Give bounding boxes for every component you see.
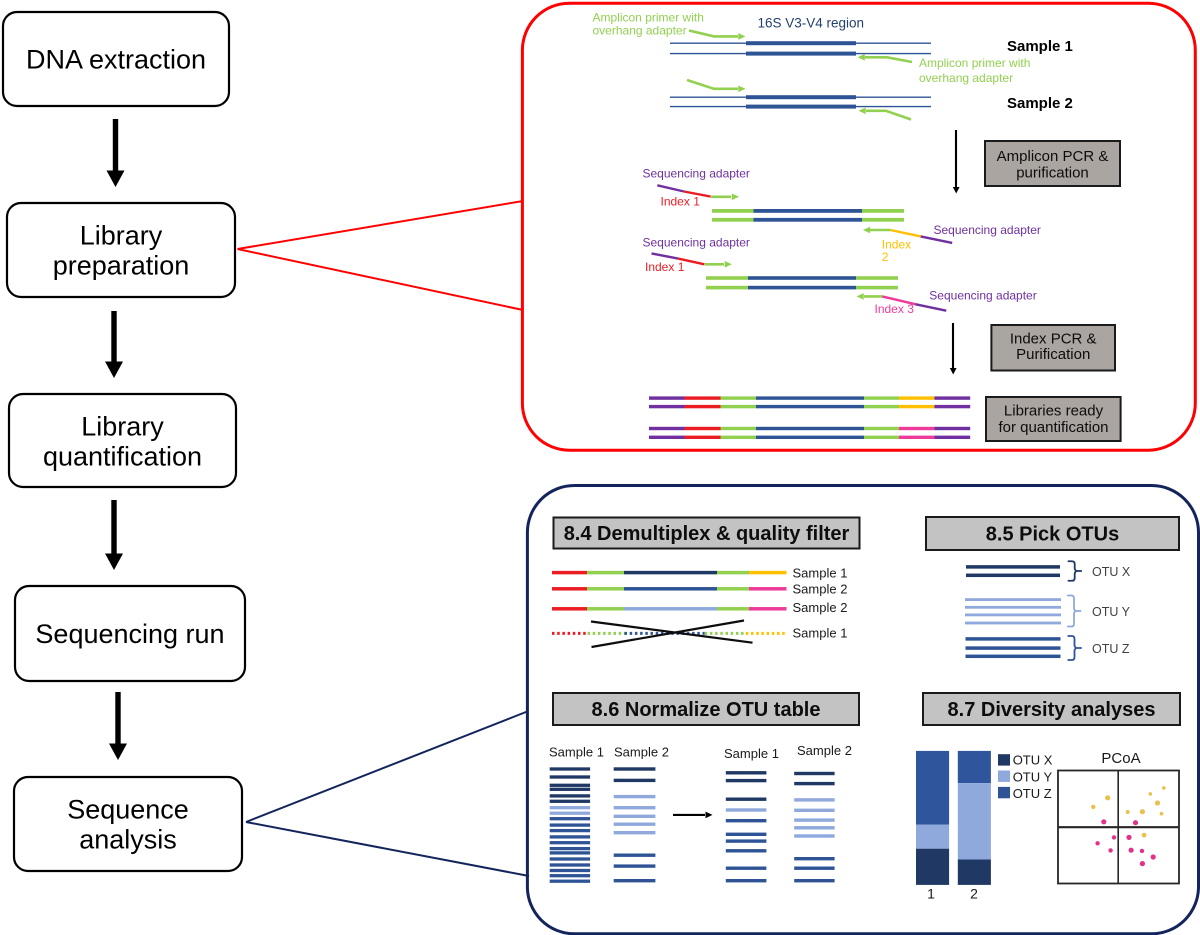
svg-text:8.4 Demultiplex & quality filt: 8.4 Demultiplex & quality filter bbox=[564, 523, 850, 545]
svg-text:16S V3-V4 region: 16S V3-V4 region bbox=[758, 16, 865, 31]
svg-text:2: 2 bbox=[970, 885, 978, 901]
svg-text:8.7 Diversity analyses: 8.7 Diversity analyses bbox=[948, 699, 1156, 721]
svg-text:overhang adapter: overhang adapter bbox=[919, 71, 1013, 85]
svg-text:Index 3: Index 3 bbox=[875, 302, 915, 316]
svg-text:Index 1: Index 1 bbox=[661, 195, 701, 209]
svg-text:quantification: quantification bbox=[43, 442, 202, 472]
svg-text:purification: purification bbox=[1016, 165, 1089, 182]
svg-text:Sample 2: Sample 2 bbox=[793, 600, 848, 615]
svg-text:8.5 Pick OTUs: 8.5 Pick OTUs bbox=[986, 524, 1119, 546]
svg-text:Sample 1: Sample 1 bbox=[724, 746, 779, 761]
svg-text:Amplicon PCR &: Amplicon PCR & bbox=[997, 148, 1109, 165]
svg-text:Sequencing run: Sequencing run bbox=[35, 619, 224, 649]
svg-text:Index PCR &: Index PCR & bbox=[1010, 331, 1097, 348]
svg-text:Purification: Purification bbox=[1016, 346, 1090, 363]
svg-text:Sequencing adapter: Sequencing adapter bbox=[929, 288, 1036, 302]
svg-text:Sample 2: Sample 2 bbox=[797, 743, 852, 758]
svg-text:Libraries ready: Libraries ready bbox=[1004, 403, 1104, 420]
svg-text:Sample 2: Sample 2 bbox=[1007, 95, 1073, 112]
svg-text:OTU X: OTU X bbox=[1013, 753, 1053, 768]
svg-text:8.6 Normalize OTU table: 8.6 Normalize OTU table bbox=[592, 699, 821, 721]
svg-text:OTU X: OTU X bbox=[1092, 565, 1131, 579]
svg-text:overhang adapter: overhang adapter bbox=[593, 24, 687, 38]
svg-text:Sample 2: Sample 2 bbox=[614, 745, 669, 760]
svg-text:preparation: preparation bbox=[53, 251, 190, 281]
svg-text:Amplicon primer with: Amplicon primer with bbox=[593, 11, 704, 25]
svg-text:Sequence: Sequence bbox=[67, 795, 189, 825]
svg-text:Library: Library bbox=[81, 412, 164, 442]
svg-text:1: 1 bbox=[927, 885, 935, 901]
svg-text:PCoA: PCoA bbox=[1101, 750, 1140, 767]
svg-text:Index 1: Index 1 bbox=[645, 260, 685, 274]
svg-text:Sample 1: Sample 1 bbox=[793, 566, 848, 581]
svg-text:DNA extraction: DNA extraction bbox=[26, 45, 206, 75]
svg-text:OTU Y: OTU Y bbox=[1013, 770, 1053, 785]
svg-text:for quantification: for quantification bbox=[998, 419, 1108, 436]
svg-text:OTU Z: OTU Z bbox=[1092, 642, 1130, 656]
svg-text:Amplicon primer with: Amplicon primer with bbox=[919, 56, 1030, 70]
svg-text:Sequencing adapter: Sequencing adapter bbox=[643, 167, 750, 181]
svg-text:analysis: analysis bbox=[79, 825, 177, 855]
svg-text:Index: Index bbox=[882, 237, 911, 251]
svg-text:Sequencing adapter: Sequencing adapter bbox=[934, 223, 1041, 237]
svg-text:OTU Y: OTU Y bbox=[1092, 605, 1131, 619]
svg-text:Sequencing adapter: Sequencing adapter bbox=[643, 236, 750, 250]
svg-text:2: 2 bbox=[882, 250, 889, 264]
svg-text:Library: Library bbox=[80, 221, 163, 251]
svg-text:Sample 2: Sample 2 bbox=[793, 582, 848, 597]
svg-text:Sample 1: Sample 1 bbox=[549, 745, 604, 760]
svg-text:Sample 1: Sample 1 bbox=[1007, 38, 1073, 55]
svg-text:OTU Z: OTU Z bbox=[1013, 786, 1052, 801]
svg-text:Sample 1: Sample 1 bbox=[793, 626, 848, 641]
